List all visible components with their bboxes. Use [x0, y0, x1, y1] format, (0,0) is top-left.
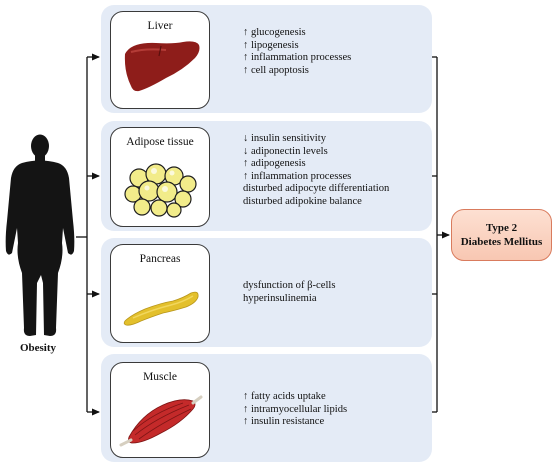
pancreas-organ-box: Pancreas: [110, 244, 210, 343]
obese-person-silhouette: [5, 134, 75, 336]
adipose-effect-item: ↓ adiponectin levels: [243, 145, 328, 157]
liver-title: Liver: [147, 20, 173, 32]
muscle-organ-box: Muscle: [110, 362, 210, 458]
obesity-label: Obesity: [19, 342, 57, 354]
pancreas-panel: Pancreas dysfunction of β-cells hyperins…: [101, 238, 432, 347]
pancreas-effect-item: dysfunction of β-cells: [243, 280, 336, 291]
liver-effects-list: ↑ glucogenesis ↑ lipogenesis ↑ inflammat…: [243, 27, 351, 77]
muscle-icon: [119, 395, 203, 447]
adipose-title: Adipose tissue: [126, 136, 194, 148]
adipose-effect-item: ↓ insulin sensitivity: [243, 133, 326, 144]
adipose-effect-item: disturbed adipocyte differentiation: [243, 183, 390, 195]
type2-diabetes-box: Type 2 Diabetes Mellitus: [451, 209, 552, 261]
pancreas-effects-list: dysfunction of β-cells hyperinsulinemia: [243, 280, 335, 305]
adipose-effect-item: ↑ adipogenesis: [243, 158, 306, 170]
adipose-organ-box: Adipose tissue: [110, 127, 210, 227]
outcome-line-2: Diabetes Mellitus: [460, 236, 543, 248]
outcome-line-1: Type 2: [485, 222, 518, 234]
adipose-panel: Adipose tissue ↓: [101, 121, 432, 231]
liver-organ-box: Liver: [110, 11, 210, 109]
liver-panel: Liver ↑ glucogenesis ↑ lipogenesis ↑ inf…: [101, 5, 432, 113]
muscle-title: Muscle: [143, 371, 177, 383]
muscle-effect-item: ↑ fatty acids uptake: [243, 391, 326, 402]
liver-effect-item: ↑ inflammation processes: [243, 52, 352, 64]
pancreas-title: Pancreas: [139, 253, 181, 265]
pancreas-icon: [123, 291, 199, 326]
muscle-panel: Muscle ↑ fatty acids uptake ↑ intramyoce…: [101, 354, 432, 462]
adipose-cells-icon: [124, 163, 197, 218]
liver-effect-item: ↑ lipogenesis: [243, 39, 299, 51]
adipose-effect-item: ↑ inflammation processes: [243, 170, 352, 182]
muscle-effect-item: ↑ insulin resistance: [243, 416, 325, 428]
liver-icon: [124, 41, 200, 92]
liver-effect-item: ↑ cell apoptosis: [243, 64, 309, 76]
liver-effect-item: ↑ glucogenesis: [243, 27, 306, 38]
adipose-effects-list: ↓ insulin sensitivity ↓ adiponectin leve…: [243, 133, 389, 209]
pancreas-effect-item: hyperinsulinemia: [243, 292, 317, 304]
muscle-effect-item: ↑ intramyocellular lipids: [243, 403, 348, 415]
adipose-effect-item: disturbed adipokine balance: [243, 195, 362, 207]
muscle-effects-list: ↑ fatty acids uptake ↑ intramyocellular …: [243, 391, 347, 429]
